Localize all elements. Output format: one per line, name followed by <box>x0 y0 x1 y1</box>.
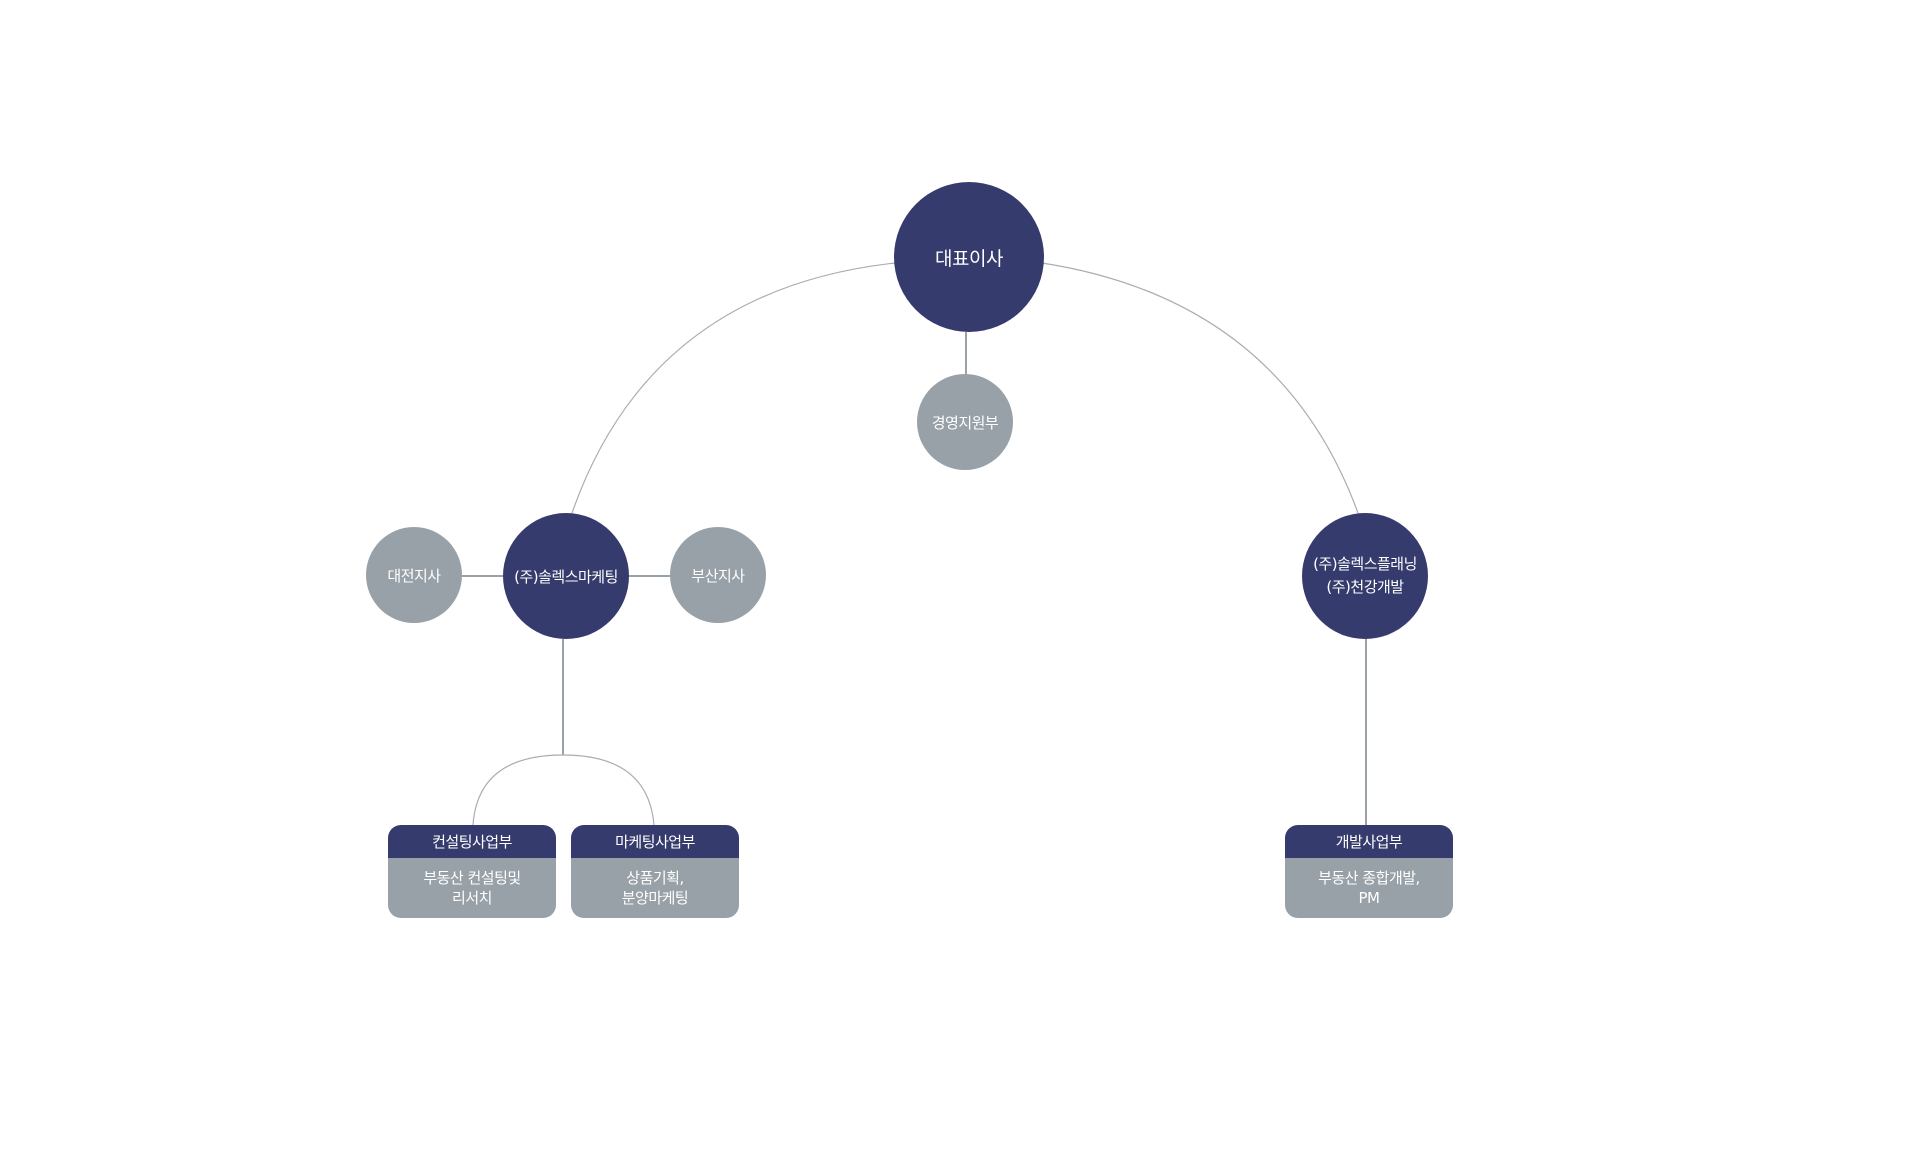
department-description: 부동산 컨설팅및 리서치 <box>388 858 556 918</box>
department-title: 마케팅사업부 <box>571 825 739 858</box>
development-department-card: 개발사업부 부동산 종합개발, PM <box>1285 825 1453 918</box>
department-description-line: 리서치 <box>452 889 492 907</box>
department-description-line: 부동산 컨설팅및 <box>423 869 521 887</box>
department-description: 상품기획, 분양마케팅 <box>571 858 739 918</box>
daejeon-branch-node: 대전지사 <box>366 527 462 623</box>
department-title: 개발사업부 <box>1285 825 1453 858</box>
busan-branch-node: 부산지사 <box>670 527 766 623</box>
planning-company-label-1: (주)솔렉스플래닝 <box>1313 555 1417 573</box>
main-arc-left <box>571 262 896 514</box>
marketing-company-label: (주)솔렉스마케팅 <box>514 567 618 586</box>
management-support-node: 경영지원부 <box>917 374 1013 470</box>
planning-company-label-2: (주)천강개발 <box>1326 578 1404 596</box>
ceo-label: 대표이사 <box>935 247 1003 270</box>
daejeon-branch-label: 대전지사 <box>387 566 441 585</box>
busan-branch-label: 부산지사 <box>691 566 745 585</box>
planning-company-node: (주)솔렉스플래닝 (주)천강개발 <box>1302 513 1428 639</box>
marketing-company-node: (주)솔렉스마케팅 <box>503 513 629 639</box>
department-description-line: 상품기획, <box>626 869 684 887</box>
management-support-label: 경영지원부 <box>931 413 999 432</box>
main-arc-right <box>1041 262 1359 514</box>
department-description-line: 부동산 종합개발, <box>1318 869 1420 887</box>
ceo-node: 대표이사 <box>894 182 1044 332</box>
consulting-department-card: 컨설팅사업부 부동산 컨설팅및 리서치 <box>388 825 556 918</box>
marketing-department-card: 마케팅사업부 상품기획, 분양마케팅 <box>571 825 739 918</box>
department-description: 부동산 종합개발, PM <box>1285 858 1453 918</box>
department-description-line: PM <box>1358 889 1381 907</box>
department-title: 컨설팅사업부 <box>388 825 556 858</box>
department-arc <box>472 754 655 826</box>
department-description-line: 분양마케팅 <box>621 889 689 907</box>
